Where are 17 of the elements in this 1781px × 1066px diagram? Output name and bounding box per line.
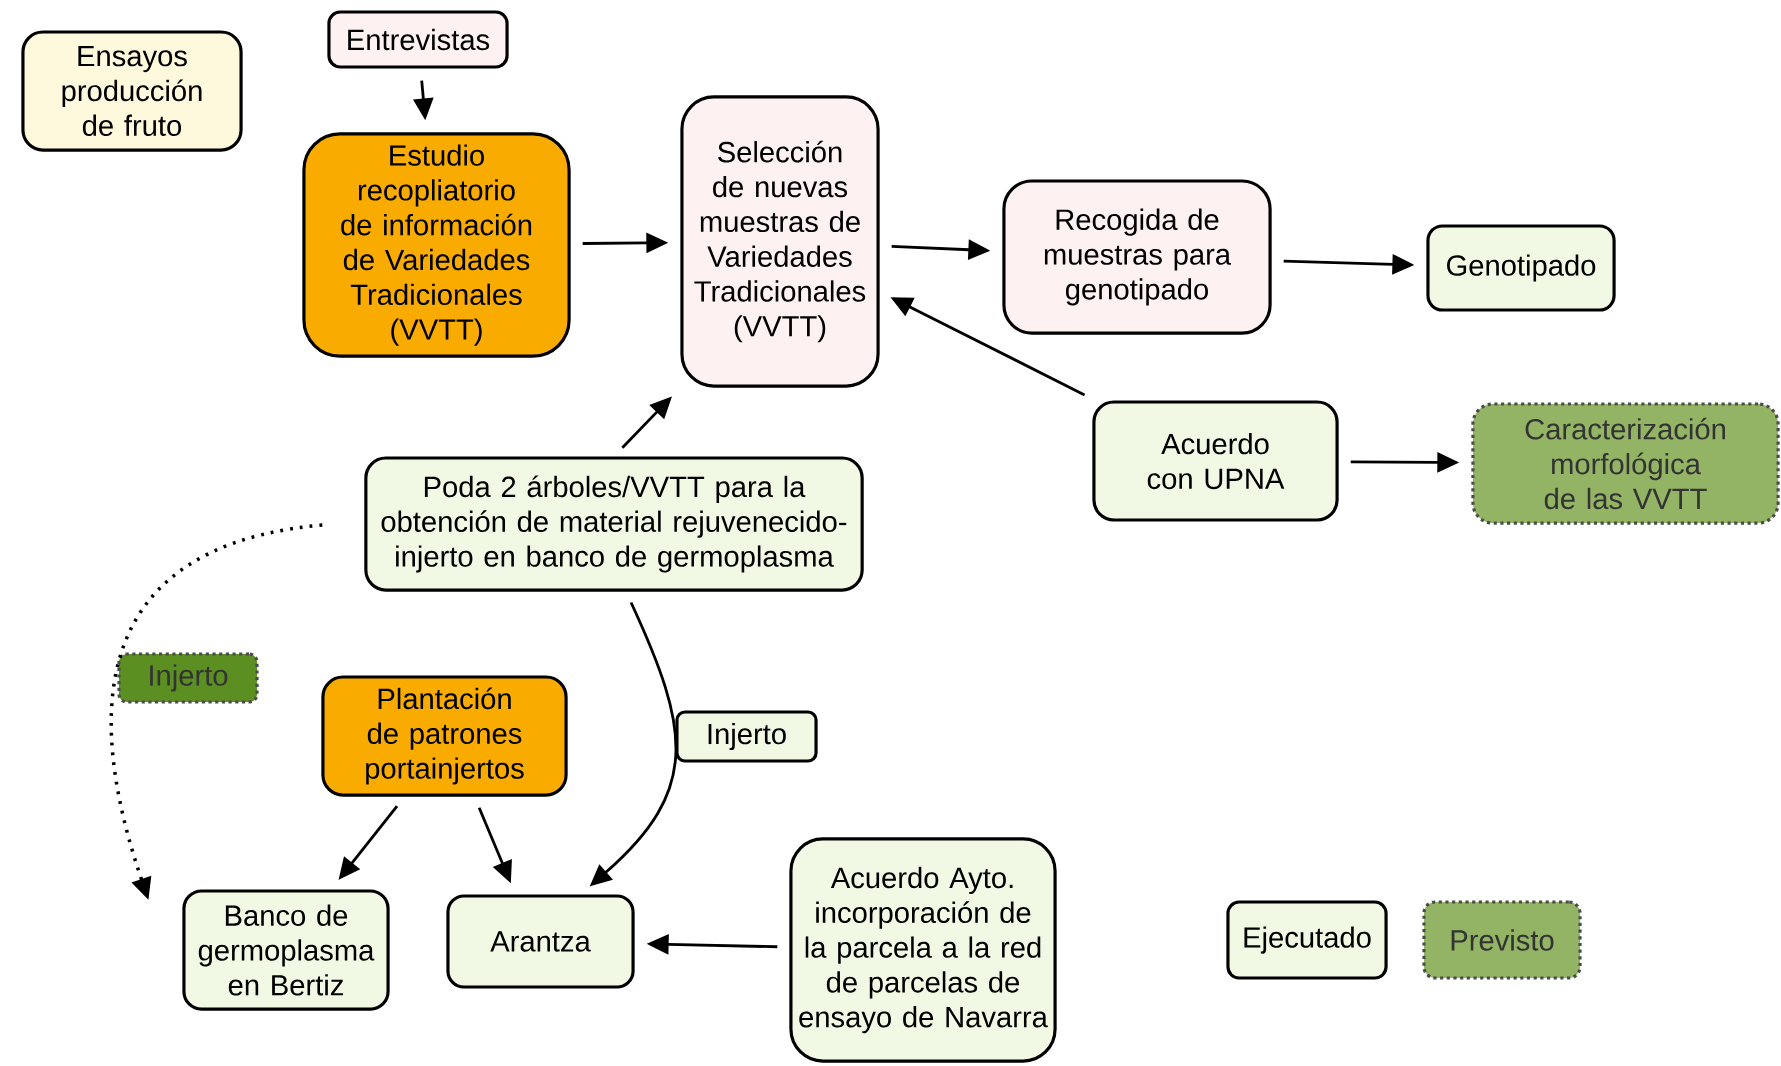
process-box: Estudio recopliatorio de información de Variedades Tradicionales (VVTT) xyxy=(302,132,571,358)
process-box: Banco de germoplasma en Bertiz xyxy=(182,889,390,1011)
process-box: Recogida de muestras para genotipado xyxy=(1002,179,1272,335)
process-box: Poda 2 árboles/VVTT para la obtención de material rejuvenecido-injerto en banco de germoplasma xyxy=(364,456,864,592)
process-box: Ensayos producción de fruto xyxy=(21,30,243,152)
process-box: Selección de nuevas muestras de Variedades Tradicionales (VVTT) xyxy=(680,95,880,388)
process-box: Acuerdo Ayto. incorporación de la parcela a la red de parcelas de ensayo de Navarra xyxy=(789,837,1057,1063)
process-box: Acuerdo con UPNA xyxy=(1092,400,1339,522)
label-box: Injerto xyxy=(117,652,259,704)
process-box: Genotipado xyxy=(1426,224,1616,312)
legend-box: Previsto xyxy=(1422,900,1582,980)
legend-box: Ejecutado xyxy=(1226,900,1388,980)
process-box: Caracterización morfológica de las VVTT xyxy=(1471,402,1780,525)
process-box: Plantación de patrones portainjertos xyxy=(321,675,568,797)
label-box: Injerto xyxy=(675,710,818,763)
process-box: Arantza xyxy=(446,894,635,989)
process-box: Entrevistas xyxy=(327,10,509,69)
